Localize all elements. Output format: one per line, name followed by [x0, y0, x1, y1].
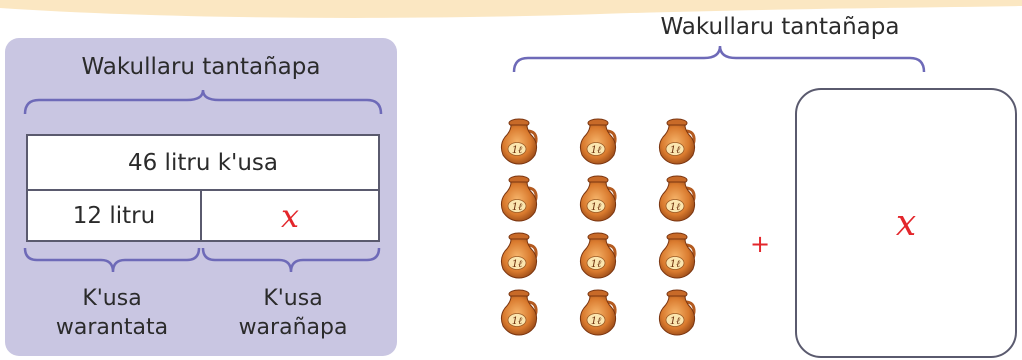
- known-label-line1: K'usa: [82, 286, 142, 311]
- jug-icon: 1ℓ: [576, 117, 620, 165]
- jug-label: 1ℓ: [512, 202, 523, 213]
- jug-label: 1ℓ: [512, 316, 523, 327]
- unknown-amount-box: x: [795, 88, 1017, 358]
- equation-model-panel: Wakullaru tantañapa 46 litru k'usa 12 li…: [5, 38, 397, 356]
- top-brace: [23, 89, 383, 115]
- right-title: Wakullaru tantañapa: [660, 14, 900, 40]
- right-bottom-brace: [201, 247, 381, 273]
- top-band-edge: [0, 6, 1022, 18]
- jug-icon: 1ℓ: [576, 288, 620, 336]
- jug-label: 1ℓ: [591, 316, 602, 327]
- jug-icon: 1ℓ: [655, 288, 699, 336]
- jug-label: 1ℓ: [591, 259, 602, 270]
- jug-icon: 1ℓ: [497, 117, 541, 165]
- jug-label: 1ℓ: [670, 316, 681, 327]
- bar-model-table: 46 litru k'usa 12 litru x: [26, 134, 380, 242]
- unknown-label-line2: warañapa: [238, 315, 348, 340]
- jug-label: 1ℓ: [512, 259, 523, 270]
- total-cell: 46 litru k'usa: [28, 136, 378, 191]
- unknown-variable: x: [280, 196, 300, 235]
- known-part-cell: 12 litru: [28, 191, 202, 240]
- jug-label: 1ℓ: [670, 259, 681, 270]
- jug-label: 1ℓ: [670, 202, 681, 213]
- right-top-brace: [512, 45, 926, 73]
- jug-icon: 1ℓ: [576, 174, 620, 222]
- unknown-part-label: K'usa warañapa: [205, 284, 381, 342]
- unknown-part-cell: x: [202, 191, 378, 240]
- jug-label: 1ℓ: [512, 145, 523, 156]
- jug-label: 1ℓ: [670, 145, 681, 156]
- unknown-variable-box: x: [895, 202, 917, 244]
- jug-icon: 1ℓ: [497, 231, 541, 279]
- known-part-label: K'usa warantata: [27, 284, 197, 342]
- jug-icon: 1ℓ: [655, 231, 699, 279]
- unknown-label-line1: K'usa: [263, 286, 323, 311]
- jug-icon: 1ℓ: [655, 174, 699, 222]
- jug-icon: 1ℓ: [497, 288, 541, 336]
- jug-icon: 1ℓ: [576, 231, 620, 279]
- left-bottom-brace: [23, 247, 201, 273]
- jug-icon: 1ℓ: [497, 174, 541, 222]
- plus-sign: +: [750, 230, 771, 258]
- top-decorative-band: [0, 0, 1022, 18]
- jug-icon: 1ℓ: [655, 117, 699, 165]
- known-label-line2: warantata: [55, 315, 169, 340]
- jug-label: 1ℓ: [591, 202, 602, 213]
- panel-title: Wakullaru tantañapa: [81, 54, 321, 80]
- jug-label: 1ℓ: [591, 145, 602, 156]
